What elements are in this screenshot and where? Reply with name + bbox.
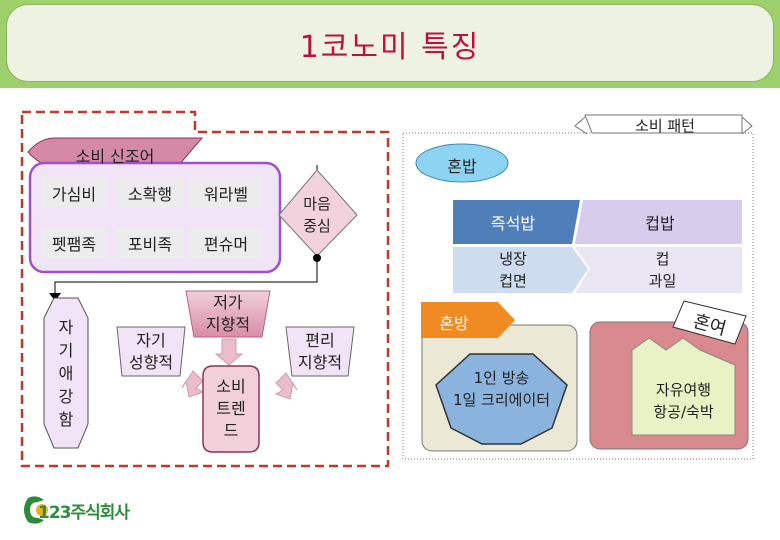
food-r2c1-label: 냉장 컵면: [499, 250, 527, 290]
food-r2c2-label: 컵 과일: [648, 250, 677, 290]
word-petpamjok: 펫팸족: [51, 234, 97, 254]
low-price-shape: [185, 290, 271, 338]
word-sohwakhaeng: 소확행: [127, 184, 173, 204]
word-pyeonsumer: 편슈머: [203, 234, 249, 254]
honyeo-tag: [672, 300, 747, 345]
honyeo-item: [631, 337, 736, 436]
honbap-label: 혼밥: [447, 157, 477, 176]
self-love-label: 자 기 애 강 함: [58, 317, 74, 429]
food-r1c2: [575, 200, 742, 244]
food-r2c1: [453, 247, 588, 293]
self-love-shape: [43, 297, 89, 449]
trend-shape: [202, 365, 260, 453]
food-r1c1-label: 즉석밥: [490, 214, 536, 233]
trend-label: 소비 트렌 드: [216, 377, 246, 440]
food-r2c2: [575, 247, 742, 293]
food-r1c2-label: 컵밥: [645, 214, 675, 233]
page-title: 1코노미 특징: [299, 30, 481, 65]
word-worabel: 워라벨: [203, 184, 249, 204]
food-r1c1: [453, 200, 580, 244]
word-pobijok: 포비족: [127, 234, 173, 254]
honbang-item-label: 1인 방송 1일 크리에이터: [452, 369, 551, 409]
convenience-shape: [285, 326, 355, 377]
honbang-item: [435, 353, 568, 445]
right-panel-tab: [584, 114, 743, 134]
honbang-label: 혼방: [439, 314, 469, 333]
honbap-oval: [415, 143, 509, 183]
left-panel: [20, 110, 390, 468]
low-price-label: 저가 지향적: [205, 293, 251, 334]
honbang-tag: [421, 302, 515, 338]
logo-text: 123주식회사: [38, 503, 130, 523]
title-panel: [6, 4, 774, 82]
self-oriented-shape: [116, 326, 186, 377]
honyeo-item-label: 자유여행 항공/숙박: [653, 381, 714, 421]
self-oriented-label: 자기 성향적: [128, 330, 174, 372]
company-logo: 123주식회사: [18, 494, 158, 526]
right-header-label: 소비 패턴: [635, 117, 695, 135]
mind-diamond-label: 마음 중심: [303, 195, 331, 235]
left-header-label: 소비 신조어: [75, 147, 155, 166]
logo-swirl-icon: [24, 496, 48, 524]
convenience-label: 편리 지향적: [297, 330, 343, 372]
left-header-tag: [27, 137, 204, 167]
word-gasimbi: 가심비: [51, 184, 97, 204]
